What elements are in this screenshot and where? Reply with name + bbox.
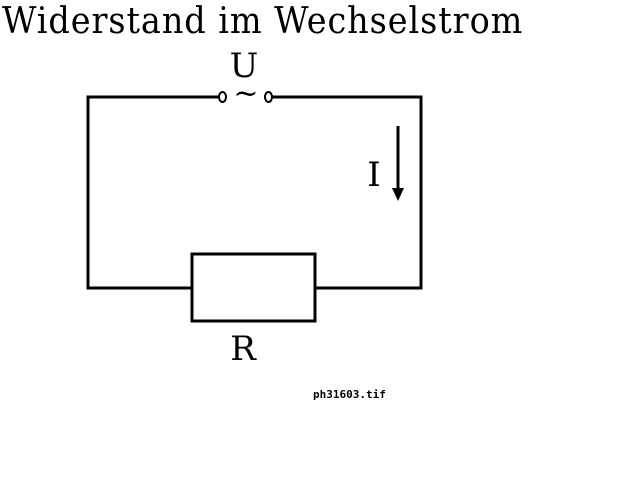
resistor-label: R	[230, 329, 257, 369]
current-label: I	[367, 155, 380, 195]
resistor	[190, 252, 317, 323]
wire-left	[86, 95, 219, 290]
diagram-title: Widerstand im Wechselstrom	[2, 1, 524, 42]
wire-right	[272, 95, 423, 290]
voltage-label: U	[230, 46, 259, 86]
ac-source-symbol: ~	[233, 76, 258, 111]
source-terminal-right	[264, 91, 273, 103]
source-terminal-left	[218, 91, 227, 103]
file-name-caption: ph31603.tif	[313, 388, 386, 401]
current-arrow-head	[392, 188, 404, 201]
